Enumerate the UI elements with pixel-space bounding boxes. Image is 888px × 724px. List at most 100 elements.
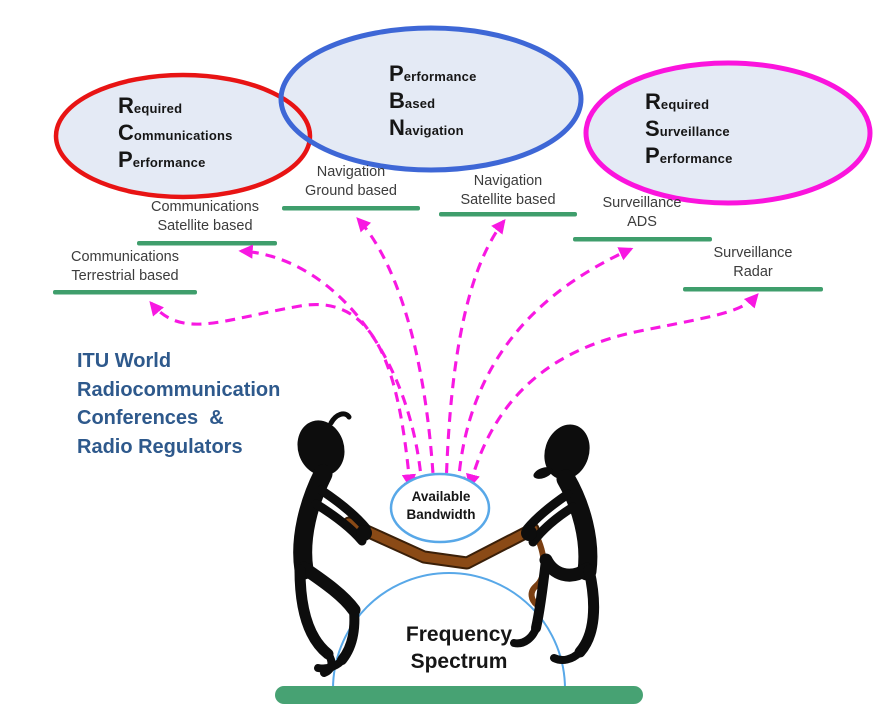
arrow-to-nav-satellite xyxy=(439,218,506,493)
right-figure-head xyxy=(544,424,590,480)
arrow-to-surv-ads xyxy=(451,247,634,491)
rsp-line-1: Required xyxy=(645,88,733,115)
label-surv-ads: Surveillance ADS xyxy=(603,194,682,232)
itu-caption: ITU World Radiocommunication Conferences… xyxy=(77,347,280,461)
label-surv-radar: Surveillance Radar xyxy=(714,244,793,282)
rcp-line-3: Performance xyxy=(118,146,233,173)
pbn-ellipse-border xyxy=(278,25,584,173)
rcp-label: Required Communications Performance xyxy=(118,92,233,173)
left-figure-thigh xyxy=(297,561,361,617)
service-underlines xyxy=(53,206,823,295)
left-figure-head xyxy=(297,420,345,476)
rcp-rest-3: erformance xyxy=(132,155,206,170)
right-figure-hand xyxy=(521,525,537,541)
rcp-big-letter-1: R xyxy=(118,93,134,118)
label-nav-ground-line1: Navigation xyxy=(316,164,386,180)
spectrum-dome-label: Frequency Spectrum xyxy=(406,621,512,675)
rcp-ellipse xyxy=(56,75,310,197)
bandwidth-line1: Available xyxy=(411,489,471,504)
rsp-ellipse-border xyxy=(583,60,873,206)
label-surv-radar-line1: Surveillance xyxy=(713,245,793,261)
label-comm-satellite-line2: Satellite based xyxy=(157,218,253,234)
label-nav-satellite-line2: Satellite based xyxy=(460,192,556,208)
pbn-line-3: Navigation xyxy=(389,114,477,141)
comm-satellite-underline xyxy=(137,241,277,246)
nav-ground-underline xyxy=(282,206,420,211)
rcp-line-2: Communications xyxy=(118,119,233,146)
label-nav-satellite-line1: Navigation xyxy=(473,173,543,189)
itu-caption-line3: Conferences & xyxy=(77,407,224,429)
bandwidth-bubble-label: Available Bandwidth xyxy=(407,488,476,524)
rsp-line-2: Surveillance xyxy=(645,115,733,142)
right-figure-rear-foot xyxy=(550,648,584,664)
rcp-ellipse-border xyxy=(53,72,313,200)
right-figure-beret-brim xyxy=(533,467,553,479)
rsp-ellipse xyxy=(586,63,870,203)
label-comm-terrestrial: Communications Terrestrial based xyxy=(71,248,179,286)
rope xyxy=(342,516,547,608)
spectrum-demand-arrows xyxy=(149,217,759,493)
rcp-rest-2: ommunications xyxy=(133,128,233,143)
spectrum-base-bar xyxy=(275,686,643,704)
spectrum-line2: Spectrum xyxy=(410,650,508,673)
nav-satellite-underline xyxy=(439,212,577,217)
rope-dangling-end xyxy=(528,530,547,608)
right-figure-front-foot xyxy=(510,622,541,648)
rsp-rest-3: erformance xyxy=(659,151,733,166)
arrow-to-nav-ground xyxy=(356,217,441,493)
rcp-big-letter-2: C xyxy=(118,120,134,145)
pbn-rest-3: avigation xyxy=(404,123,464,138)
concept-ellipses xyxy=(53,25,873,206)
surv-ads-underline xyxy=(573,237,712,242)
rsp-big-letter-2: S xyxy=(645,116,660,141)
rcp-big-letter-3: P xyxy=(118,147,133,172)
rsp-rest-1: equired xyxy=(660,97,710,112)
pbn-rest-2: ased xyxy=(404,96,436,111)
pbn-rest-1: erformance xyxy=(403,69,477,84)
rcp-rest-1: equired xyxy=(133,101,183,116)
comm-terrestrial-underline xyxy=(53,290,197,295)
left-figure-beret-curl xyxy=(328,411,352,426)
label-nav-satellite: Navigation Satellite based xyxy=(460,172,555,210)
label-nav-ground-line2: Ground based xyxy=(305,183,397,199)
pbn-ellipse xyxy=(281,28,581,170)
label-nav-ground: Navigation Ground based xyxy=(305,163,397,201)
label-surv-radar-line2: Radar xyxy=(733,264,773,280)
right-figure-arm-lower xyxy=(528,502,578,547)
label-comm-satellite: Communications Satellite based xyxy=(151,198,259,236)
left-figure-torso xyxy=(293,464,333,580)
rsp-big-letter-1: R xyxy=(645,89,661,114)
label-comm-satellite-line1: Communications xyxy=(151,199,259,215)
pbn-label: Performance Based Navigation xyxy=(389,60,477,141)
left-figure xyxy=(293,411,372,677)
pbn-big-letter-2: B xyxy=(389,88,405,113)
rsp-line-3: Performance xyxy=(645,142,733,169)
rcp-line-1: Required xyxy=(118,92,233,119)
right-figure-shin xyxy=(531,555,551,633)
left-figure-rear-leg xyxy=(294,564,334,660)
left-figure-shin xyxy=(337,605,360,665)
rsp-big-letter-3: P xyxy=(645,143,660,168)
right-figure-rear-leg xyxy=(574,564,600,658)
spectrum-line1: Frequency xyxy=(405,623,513,646)
right-figure-torso xyxy=(556,469,598,581)
spectrum-dome-arc xyxy=(332,572,566,690)
pbn-big-letter-1: P xyxy=(389,61,404,86)
left-figure-rear-foot xyxy=(320,650,336,677)
label-comm-terrestrial-line2: Terrestrial based xyxy=(71,268,179,284)
bandwidth-bubble xyxy=(389,472,491,544)
rsp-label: Required Surveillance Performance xyxy=(645,88,733,169)
bandwidth-line2: Bandwidth xyxy=(406,507,476,522)
pbn-line-2: Based xyxy=(389,87,477,114)
left-figure-hand xyxy=(356,525,372,541)
pbn-line-1: Performance xyxy=(389,60,477,87)
itu-caption-line1: ITU World xyxy=(77,350,172,372)
left-figure-arm-upper xyxy=(316,485,371,533)
surv-radar-underline xyxy=(683,287,823,292)
label-comm-terrestrial-line1: Communications xyxy=(71,249,179,265)
label-surv-ads-line1: Surveillance xyxy=(602,195,682,211)
rope-body xyxy=(344,518,538,568)
pbn-big-letter-3: N xyxy=(389,115,405,140)
